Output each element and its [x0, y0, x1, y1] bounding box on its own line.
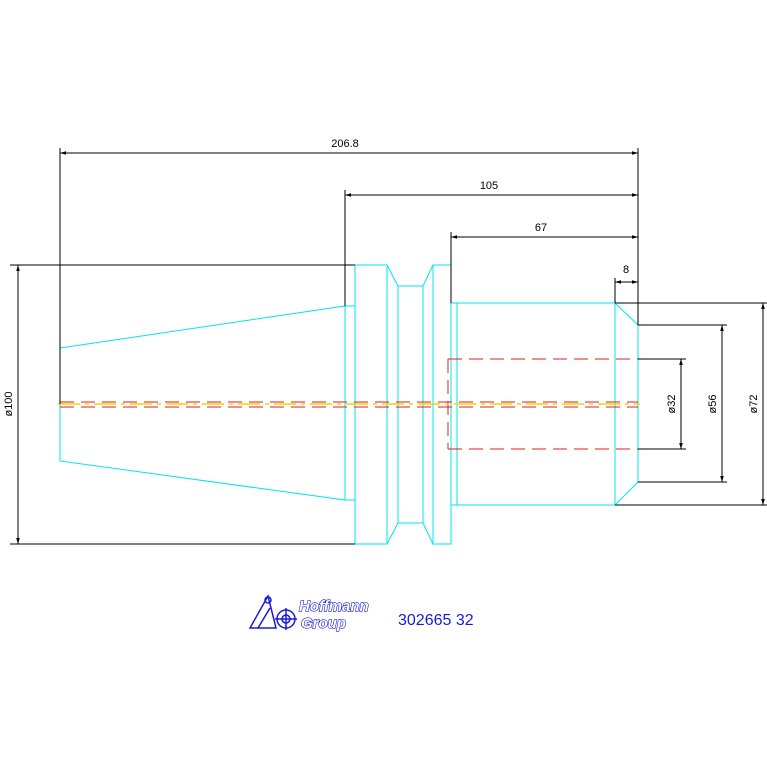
hoffmann-logo: Hoffmann Group	[248, 593, 369, 633]
dim-text-206-8: 206.8	[331, 138, 359, 150]
dim-text-dia-32: ø32	[666, 395, 678, 414]
dim-text-105: 105	[480, 180, 498, 192]
taper-outline	[59, 305, 346, 501]
logo-text-line2: Group	[301, 615, 346, 632]
hidden-bore	[60, 358, 638, 450]
dim-text-67: 67	[535, 222, 547, 234]
dimension-lines	[10, 148, 767, 545]
v-groove	[386, 264, 434, 287]
dim-text-dia-72: ø72	[748, 395, 760, 414]
dim-text-dia-56: ø56	[707, 395, 719, 414]
logo-text-line1: Hoffmann	[299, 598, 369, 615]
dim-text-8: 8	[623, 264, 629, 276]
dim-text-dia-100: ø100	[3, 391, 15, 416]
part-number: 302665 32	[398, 612, 474, 629]
hoffmann-logo-icon	[248, 593, 297, 630]
